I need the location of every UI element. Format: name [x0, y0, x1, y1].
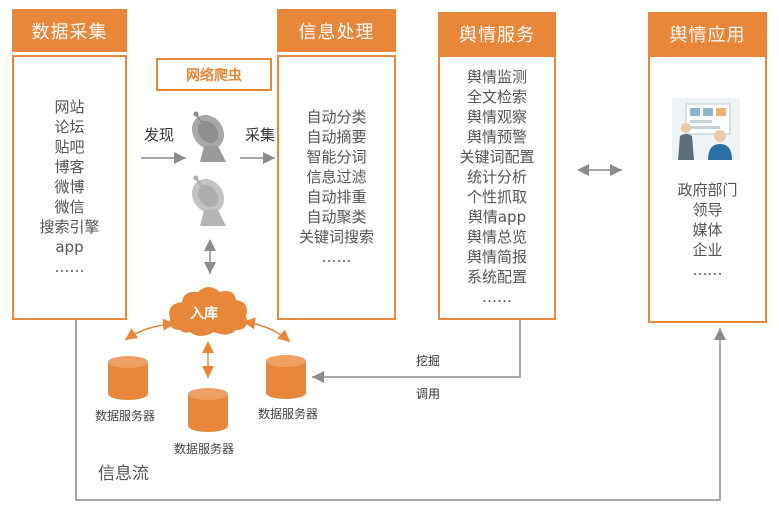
list-item: …… [54, 258, 85, 276]
cloud-server-right-arrow [243, 317, 291, 343]
list-item: 网站 [54, 98, 85, 116]
list-item: 舆情简报 [466, 248, 527, 266]
list-item: …… [481, 288, 512, 306]
list-item: 领导 [692, 201, 723, 219]
list-item: 全文检索 [466, 88, 527, 106]
process-title-text: 信息处理 [298, 21, 375, 43]
list-item: 舆情观察 [466, 108, 527, 126]
web-crawler-tag: 网络爬虫 [156, 58, 272, 91]
service-title-text: 舆情服务 [459, 24, 535, 46]
satellite-dish-icon [191, 175, 226, 226]
list-item: 媒体 [692, 221, 723, 239]
mine-label: 挖掘 [416, 354, 441, 368]
list-item: 关键词配置 [459, 148, 535, 166]
database-server-icon [108, 356, 148, 400]
apply-list: 政府部门 领导 媒体 企业 …… [677, 180, 737, 280]
collect-list: 网站 论坛 贴吧 博客 微博 微信 搜索引擎 app …… [39, 97, 99, 277]
process-list: 自动分类 自动摘要 智能分词 信息过滤 自动排重 自动聚类 关键词搜索 …… [299, 107, 374, 267]
list-item: 微信 [54, 198, 85, 216]
database-server-label: 数据服务器 [258, 407, 319, 421]
collect-column-box: 网站 论坛 贴吧 博客 微博 微信 搜索引擎 app …… [12, 55, 127, 320]
collect-column-title: 数据采集 [12, 9, 127, 52]
list-item: 舆情监测 [466, 68, 527, 86]
collect-label: 采集 [245, 126, 276, 144]
discover-label: 发现 [144, 126, 175, 144]
list-item: 论坛 [54, 118, 85, 136]
apply-column-box: 政府部门 领导 媒体 企业 …… [648, 55, 767, 323]
list-item: 舆情预警 [466, 128, 527, 146]
list-item: 政府部门 [677, 181, 738, 199]
database-server-icon [188, 388, 228, 432]
cloud-server-left-arrow [124, 318, 175, 341]
database-server-icon [266, 355, 306, 399]
list-item: app [55, 238, 84, 256]
web-crawler-label: 网络爬虫 [186, 67, 242, 84]
list-item: 自动排重 [306, 188, 367, 206]
list-item: 智能分词 [306, 148, 367, 166]
list-item: …… [692, 261, 723, 279]
storage-cloud-label: 入库 [190, 306, 218, 322]
list-item: 统计分析 [466, 168, 527, 186]
apply-column-title: 舆情应用 [648, 12, 767, 55]
list-item: 信息过滤 [306, 168, 367, 186]
apply-title-text: 舆情应用 [669, 24, 746, 46]
list-item: 个性抓取 [466, 188, 527, 206]
database-server-label: 数据服务器 [95, 409, 156, 423]
info-flow-label: 信息流 [98, 464, 149, 484]
list-item: 微博 [54, 178, 85, 196]
service-column-title: 舆情服务 [438, 12, 556, 55]
list-item: 博客 [54, 158, 85, 176]
process-column-title: 信息处理 [277, 9, 396, 52]
list-item: 自动分类 [306, 108, 367, 126]
list-item: 搜索引擎 [39, 218, 100, 236]
collect-title-text: 数据采集 [31, 21, 108, 43]
satellite-dish-icon [191, 111, 226, 162]
info-flow-line [75, 320, 726, 501]
process-column-box: 自动分类 自动摘要 智能分词 信息过滤 自动排重 自动聚类 关键词搜索 …… [277, 55, 396, 320]
service-column-box: 舆情监测 全文检索 舆情观察 舆情预警 关键词配置 统计分析 个性抓取 舆情ap… [438, 55, 556, 320]
list-item: 企业 [692, 241, 723, 259]
list-item: 关键词搜索 [298, 228, 374, 246]
list-item: 自动聚类 [306, 208, 367, 226]
list-item: 贴吧 [54, 138, 85, 156]
list-item: 自动摘要 [306, 128, 367, 146]
list-item: …… [321, 248, 352, 266]
call-label: 调用 [416, 387, 441, 401]
mine-call-line [312, 318, 521, 383]
list-item: 系统配置 [466, 268, 527, 286]
list-item: 舆情app [467, 208, 527, 226]
storage-cloud-icon [169, 287, 247, 336]
service-list: 舆情监测 全文检索 舆情观察 舆情预警 关键词配置 统计分析 个性抓取 舆情ap… [459, 67, 534, 307]
database-server-label: 数据服务器 [174, 442, 235, 456]
list-item: 舆情总览 [466, 228, 527, 246]
